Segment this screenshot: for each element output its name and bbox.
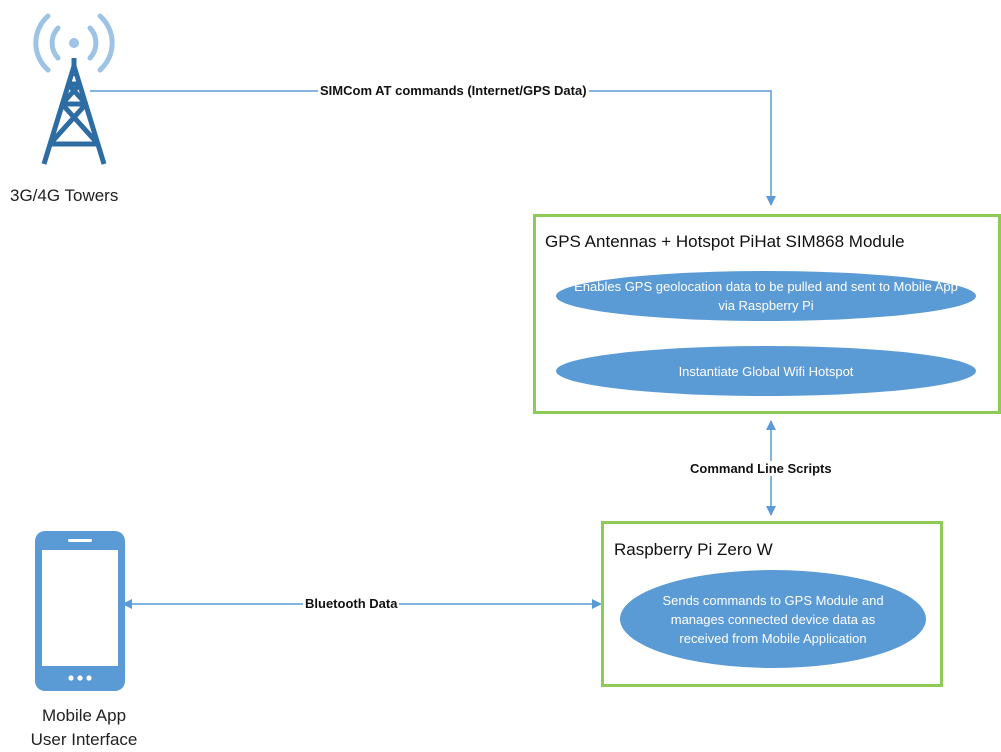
raspberry-pi-title: Raspberry Pi Zero W (614, 540, 773, 559)
phone-to-pi-label: Bluetooth Data (303, 596, 400, 611)
cell-tower-icon (33, 13, 115, 165)
gps-module-item: Enables GPS geolocation data to be pulle… (556, 271, 976, 321)
gps-module-box: GPS Antennas + Hotspot PiHat SIM868 Modu… (533, 214, 1001, 414)
phone-label-line1: Mobile App (41, 706, 127, 725)
gps-module-item: Instantiate Global Wifi Hotspot (556, 346, 976, 396)
phone-label-line2: User Interface (30, 730, 138, 749)
module-to-pi-label: Command Line Scripts (688, 461, 834, 476)
phone-label: Mobile App User Interface (24, 704, 144, 752)
gps-module-title: GPS Antennas + Hotspot PiHat SIM868 Modu… (545, 232, 905, 251)
tower-to-module-label: SIMCom AT commands (Internet/GPS Data) (318, 83, 589, 98)
smartphone-icon (35, 531, 125, 691)
tower-to-module-connector (90, 90, 776, 206)
raspberry-pi-box: Raspberry Pi Zero W Sends commands to GP… (601, 521, 943, 687)
raspberry-pi-item: Sends commands to GPS Module and manages… (620, 570, 926, 668)
tower-label: 3G/4G Towers (10, 186, 119, 205)
